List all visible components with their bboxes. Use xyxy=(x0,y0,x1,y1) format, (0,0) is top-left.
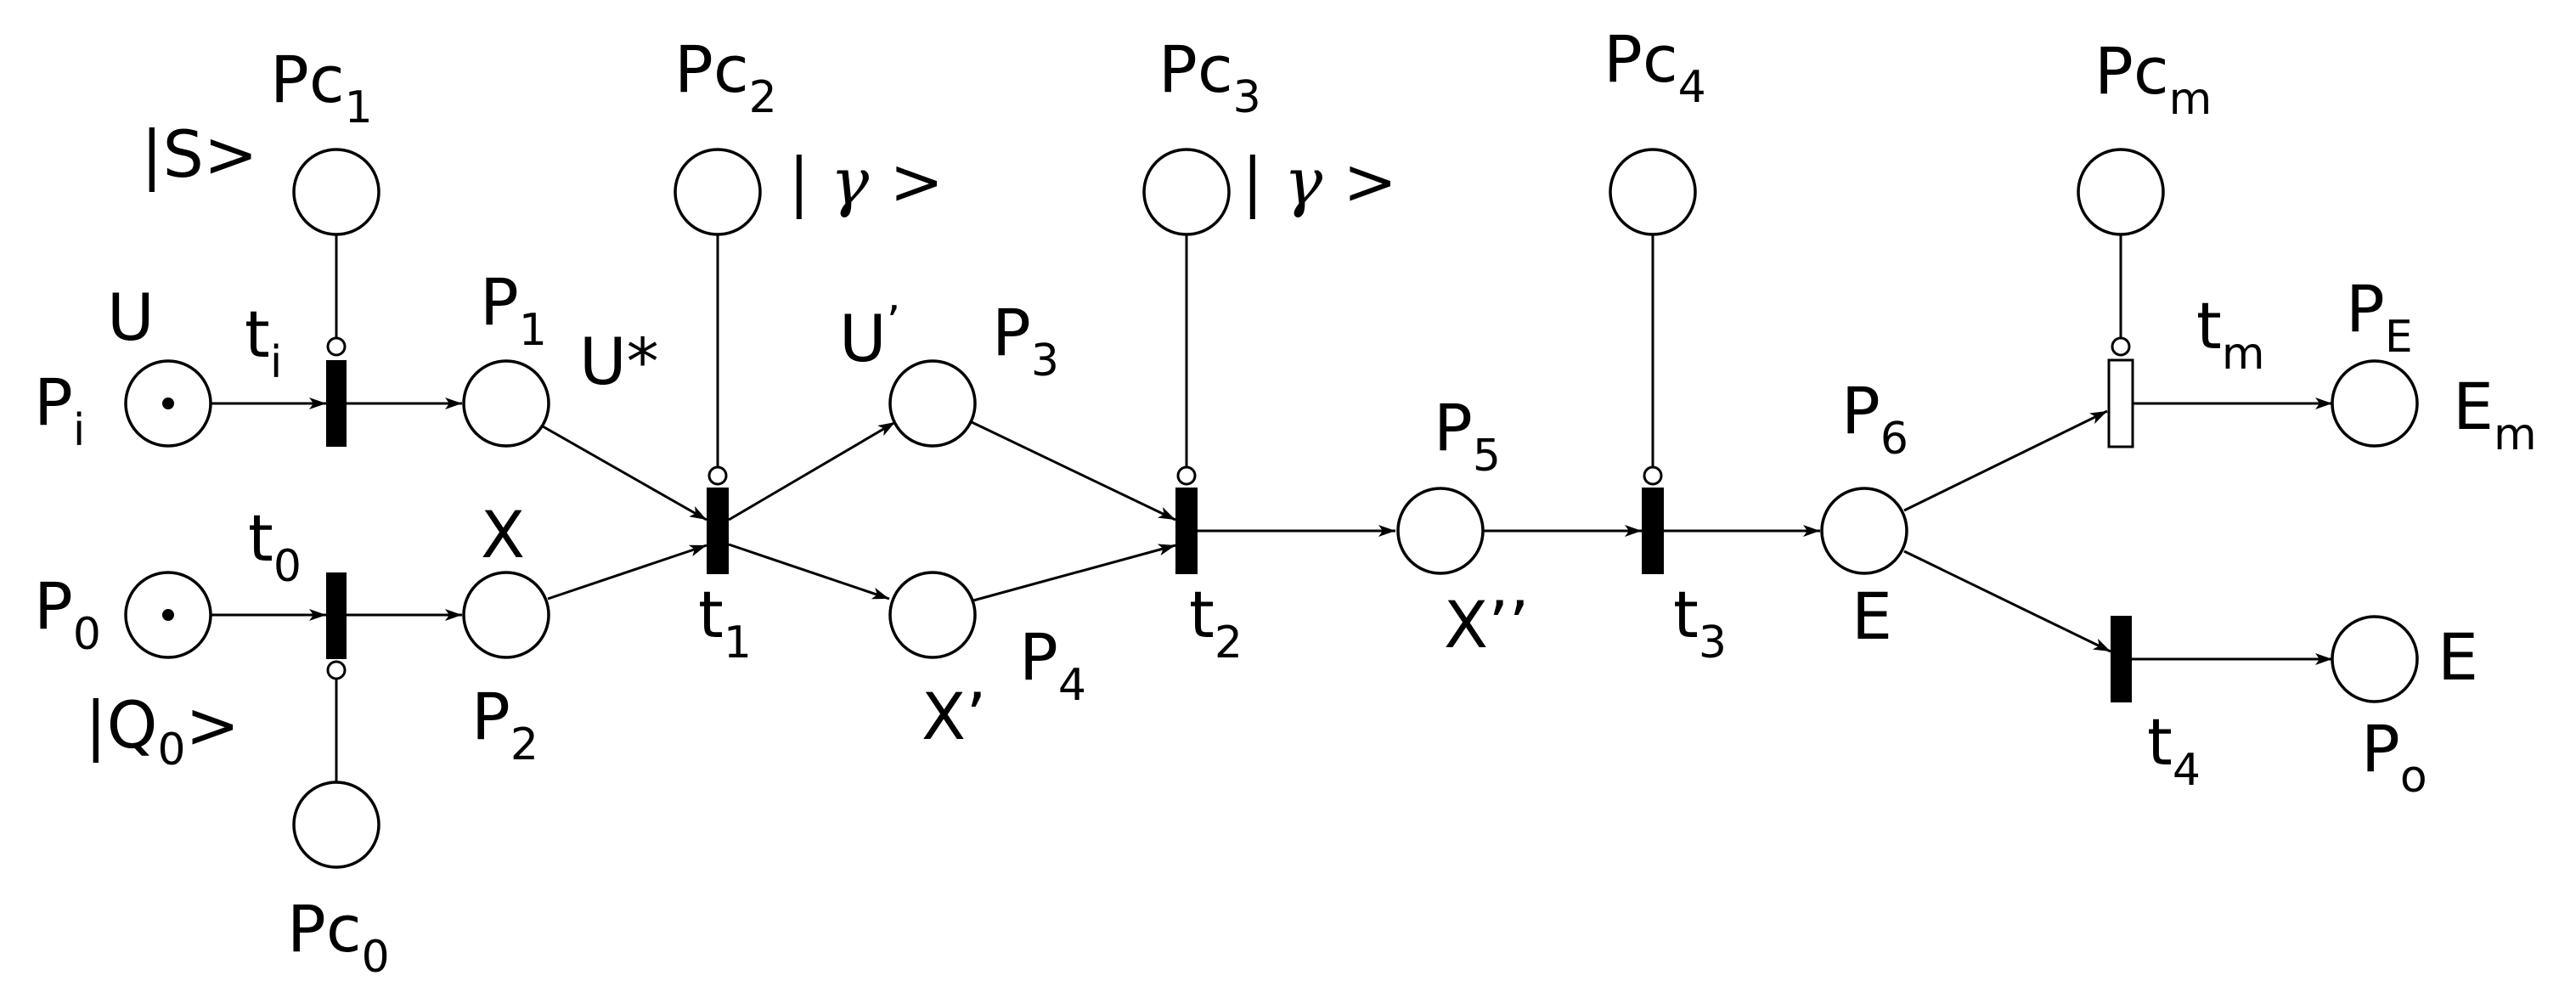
transition-t0 xyxy=(326,572,347,659)
label-tm: tm xyxy=(2196,288,2264,380)
label-p3: P3 xyxy=(992,295,1059,386)
label-p0: P0 xyxy=(34,568,101,660)
annotation-gamma-2: | γ > xyxy=(788,144,944,219)
label-t1: t1 xyxy=(698,577,752,668)
arc-p4-t2 xyxy=(972,544,1176,602)
place-p3 xyxy=(888,359,977,448)
label-pi: Pi xyxy=(34,364,85,456)
control-connector-t3 xyxy=(1643,465,1663,486)
place-p2 xyxy=(462,571,550,659)
place-p5 xyxy=(1396,487,1485,575)
transition-tm xyxy=(2107,358,2134,448)
label-pc3: Pc3 xyxy=(1158,31,1261,123)
control-connector-t0 xyxy=(326,660,347,680)
control-connector-t1 xyxy=(707,465,728,486)
place-pc1 xyxy=(292,148,380,236)
annotation-u-prime: U’ xyxy=(839,297,900,376)
label-pc1: Pc1 xyxy=(270,42,373,133)
label-p5: P5 xyxy=(1434,390,1501,482)
arc-p6-t4 xyxy=(1903,550,2111,653)
transition-t1 xyxy=(707,488,729,574)
annotation-x-double-prime: X’’ xyxy=(1444,587,1529,663)
label-ti: ti xyxy=(245,296,282,388)
place-pe xyxy=(2331,359,2419,448)
arc-p3-t2 xyxy=(971,420,1176,522)
place-pc4 xyxy=(1609,148,1697,236)
annotation-u: U xyxy=(107,279,155,355)
annotation-x: X xyxy=(481,497,525,572)
arc-p1-t1 xyxy=(542,425,707,522)
label-t3: t3 xyxy=(1673,577,1727,668)
place-p6 xyxy=(1820,487,1908,575)
label-p4: P4 xyxy=(1019,619,1086,711)
label-t4: t4 xyxy=(2147,704,2201,796)
label-pc2: Pc2 xyxy=(674,31,777,123)
place-po xyxy=(2331,615,2419,703)
place-pcm xyxy=(2077,148,2165,236)
label-po: Po xyxy=(2361,711,2427,803)
arc-p6-tm xyxy=(1903,409,2108,512)
label-t2: t2 xyxy=(1189,577,1243,668)
label-pcm: Pcm xyxy=(2094,33,2212,125)
annotation-em: Em xyxy=(2453,369,2537,460)
control-connector-tm xyxy=(2111,336,2131,357)
place-pc2 xyxy=(674,148,762,236)
transition-t3 xyxy=(1642,488,1664,574)
transition-t4 xyxy=(2111,616,2132,702)
arc-p2-t1 xyxy=(547,544,707,600)
label-t0: t0 xyxy=(248,500,302,592)
label-pc4: Pc4 xyxy=(1604,21,1706,113)
label-p6: P6 xyxy=(1841,373,1908,465)
label-pc0: Pc0 xyxy=(287,891,390,983)
annotation-e-po: E xyxy=(2438,619,2478,695)
arc-t1-p3 xyxy=(728,420,896,522)
annotation-x-prime: X’ xyxy=(922,679,986,754)
label-pe: PE xyxy=(2346,271,2413,363)
transition-t2 xyxy=(1175,488,1198,574)
place-p4 xyxy=(888,571,977,659)
place-pc3 xyxy=(1142,148,1231,236)
label-p1: P1 xyxy=(480,264,547,356)
annotation-e-p6: E xyxy=(1852,578,1892,654)
token-p0 xyxy=(162,609,174,621)
control-connector-t2 xyxy=(1176,465,1197,486)
token-pi xyxy=(162,398,174,409)
annotation-gamma-3: | γ > xyxy=(1242,144,1397,219)
annotation-u-star: U* xyxy=(579,324,659,399)
place-pc0 xyxy=(292,781,380,869)
annotation-q0-state: |Q0> xyxy=(85,687,240,775)
annotation-s-state: |S> xyxy=(141,116,258,193)
transition-ti xyxy=(326,360,347,447)
control-connector-ti xyxy=(326,336,347,357)
label-p2: P2 xyxy=(471,679,538,770)
arc-t1-p4 xyxy=(728,543,890,600)
place-p1 xyxy=(462,359,550,448)
